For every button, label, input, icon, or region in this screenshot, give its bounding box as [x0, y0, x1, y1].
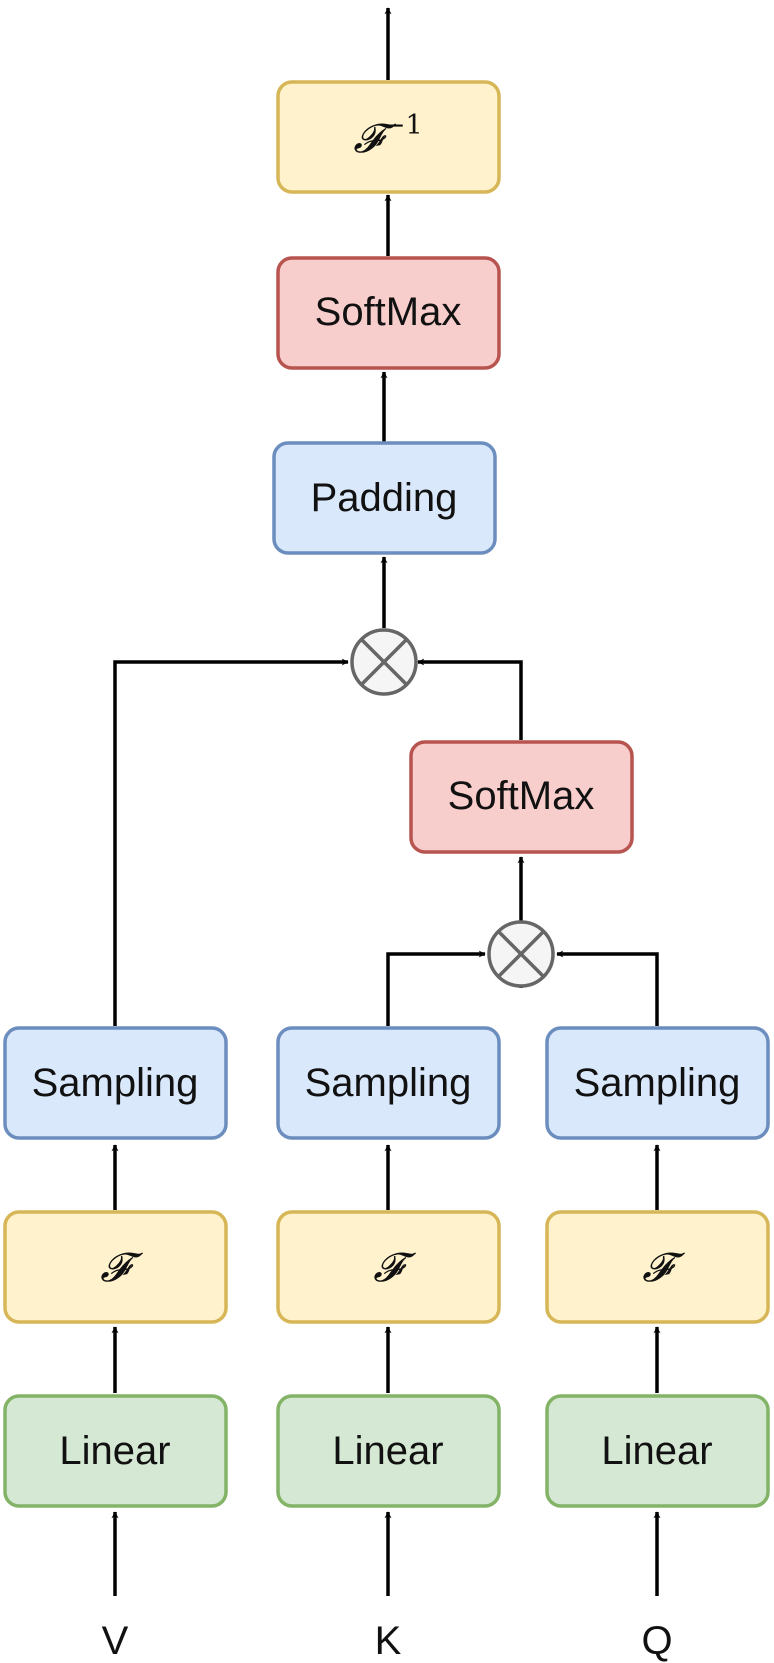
edge-v-sampling-to-top-multiply [113, 658, 349, 1026]
sampling-q-label: Sampling [574, 1061, 741, 1105]
input-v-label: V [102, 1619, 129, 1663]
linear-block-v: Linear [3, 1394, 228, 1508]
sampling-v-label: Sampling [32, 1061, 199, 1105]
padding-label: Padding [311, 476, 458, 520]
inverse-fourier-exponent: −1 [383, 110, 423, 141]
softmax-top-label: SoftMax [315, 290, 462, 334]
multiply-operator-top [350, 628, 418, 696]
softmax-block-top: SoftMax [276, 256, 501, 370]
multiply-operator-qk [487, 920, 555, 988]
softmax-middle-label: SoftMax [448, 774, 595, 818]
edge-q-sampling-to-multiply [556, 950, 659, 1026]
input-k-label: K [375, 1619, 402, 1663]
edge-softmax-to-top-multiply [417, 658, 523, 740]
sampling-block-v: Sampling [3, 1026, 228, 1140]
sampling-k-label: Sampling [305, 1061, 472, 1105]
linear-v-label: Linear [59, 1429, 170, 1473]
linear-block-q: Linear [545, 1394, 770, 1508]
linear-k-label: Linear [332, 1429, 443, 1473]
padding-block: Padding [272, 441, 497, 555]
sampling-block-k: Sampling [276, 1026, 501, 1140]
linear-q-label: Linear [601, 1429, 712, 1473]
fourier-block-k: 𝓕 [276, 1210, 501, 1324]
fourier-block-v: 𝓕 [3, 1210, 228, 1324]
fourier-block-q: 𝓕 [545, 1210, 770, 1324]
input-q-label: Q [641, 1619, 672, 1663]
svg-text:𝓕−1: 𝓕−1 [353, 110, 422, 162]
circled-times-icon [496, 929, 546, 979]
circled-times-icon [359, 637, 409, 687]
sampling-block-q: Sampling [545, 1026, 770, 1140]
linear-block-k: Linear [276, 1394, 501, 1508]
inverse-fourier-block: 𝓕−1 [276, 80, 501, 194]
softmax-block-middle: SoftMax [409, 740, 634, 854]
edge-k-sampling-to-multiply [386, 950, 486, 1026]
